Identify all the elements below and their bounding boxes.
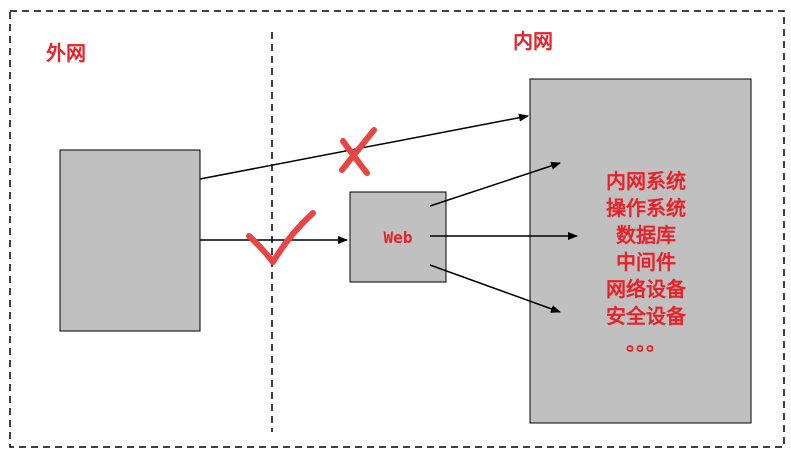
cross-icon	[339, 127, 377, 176]
web-server-box	[349, 191, 447, 283]
internal-asset-item: 内网系统	[606, 169, 686, 193]
internal-asset-item: 操作系统	[606, 196, 686, 220]
internal-network-box	[529, 78, 752, 424]
check-icon	[246, 210, 316, 265]
web-to-inner-arrow-upper	[429, 162, 561, 207]
external-network-label: 外网	[46, 41, 86, 65]
web-server-label: Web	[383, 228, 413, 247]
internal-asset-item: 安全设备	[606, 304, 686, 328]
web-to-inner-arrow-lower	[429, 264, 561, 313]
external-host-box	[59, 149, 201, 332]
internal-asset-item: 。。。	[626, 331, 666, 355]
internal-asset-item: 数据库	[616, 223, 676, 247]
internal-asset-item: 网络设备	[606, 277, 686, 301]
internal-asset-item: 中间件	[616, 250, 676, 274]
diagram-border	[9, 10, 785, 448]
internal-assets-list: 内网系统 操作系统 数据库 中间件 网络设备 安全设备 。。。	[578, 168, 714, 357]
direct-access-arrow	[199, 113, 529, 180]
internal-network-label: 内网	[513, 29, 553, 53]
